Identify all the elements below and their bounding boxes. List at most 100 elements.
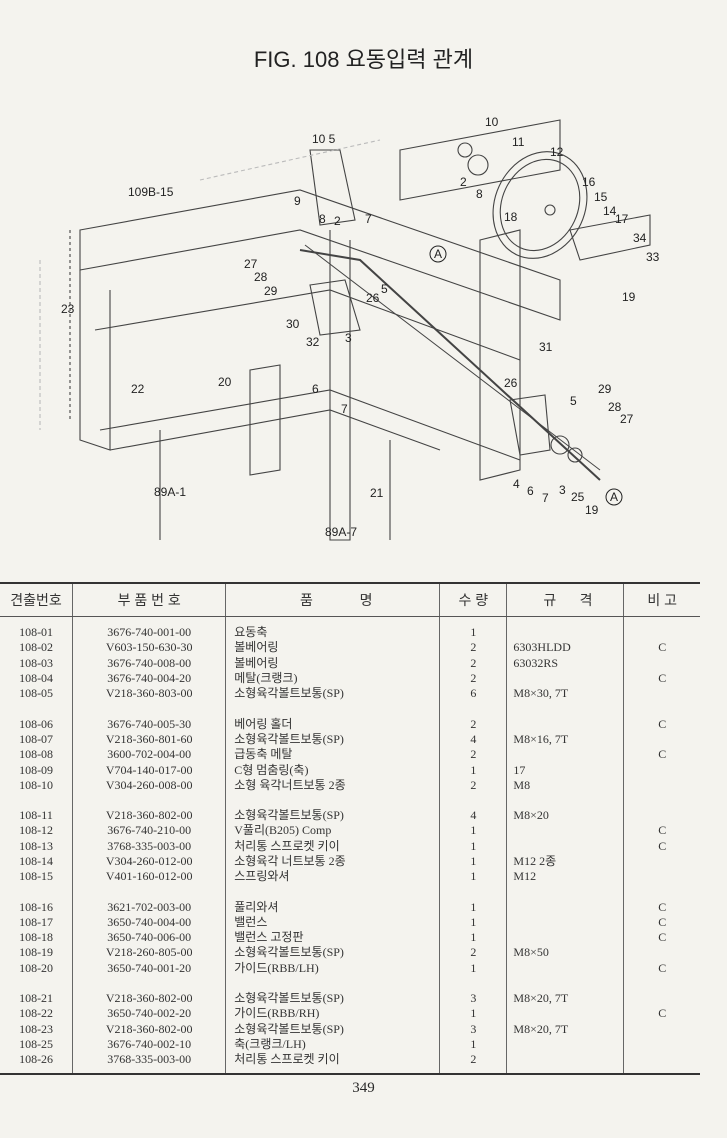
cell-index: 108-11 <box>19 808 53 823</box>
callout: 14 <box>603 204 617 218</box>
cell-index: 108-25 <box>19 1036 54 1051</box>
callout: 8 <box>476 187 483 201</box>
cell-index: 108-03 <box>19 655 54 670</box>
cell-quantity: 1 <box>439 616 507 641</box>
group-spacer <box>0 701 700 717</box>
col-header-index: 견출번호 <box>0 582 73 617</box>
spacer-cell <box>72 975 226 991</box>
cell-part-name: 볼베어링 <box>225 640 440 656</box>
cell-spec <box>506 1006 624 1022</box>
cell-part-number: V304-260-008-00 <box>72 777 226 793</box>
cell-remarks: C <box>623 823 700 839</box>
cell-part-name: 베어링 홀더 <box>225 716 440 732</box>
callout: 10 <box>485 115 499 129</box>
cell-quantity: 2 <box>439 1052 507 1076</box>
cell-index: 108-20 <box>19 960 54 975</box>
reference-circle-a <box>605 488 623 506</box>
cell-part-number: 3650-740-001-20 <box>72 960 226 976</box>
cell-index: 108-21 <box>19 991 54 1006</box>
cell-quantity: 3 <box>439 990 507 1007</box>
cell-part-name: 스프링와셔 <box>225 869 440 885</box>
reference-circle-a <box>429 245 447 263</box>
cell-remarks <box>623 731 700 748</box>
cell-index: 108-23 <box>19 1021 54 1036</box>
cell-quantity: 1 <box>439 1006 507 1022</box>
cell-quantity: 4 <box>439 807 507 824</box>
spacer-cell <box>506 792 624 808</box>
callout: 2 <box>334 214 341 228</box>
cell-part-number: V704-140-017-00 <box>72 762 226 778</box>
spacer-cell <box>439 884 507 900</box>
callout: A <box>610 490 618 504</box>
cell-remarks <box>623 945 700 961</box>
callout: 6 <box>527 484 534 498</box>
callout-labels: 109B-15 10 11 12 2 8 18 16 15 14 17 34 3… <box>61 115 660 539</box>
spacer-cell <box>0 793 73 808</box>
cell-part-number: V218-360-802-00 <box>72 990 226 1007</box>
cell-part-number: 3676-740-004-20 <box>72 670 226 687</box>
callout: 7 <box>365 212 372 226</box>
callout: 10 5 <box>312 132 336 146</box>
cell-quantity: 2 <box>439 777 507 793</box>
cell-part-number: 3676-740-001-00 <box>72 616 226 641</box>
cell-part-name: 축(크랭크/LH) <box>225 1036 440 1053</box>
cell-spec: M8×50 <box>506 945 624 961</box>
group-spacer <box>0 792 700 808</box>
cell-index: 108-09 <box>19 762 54 777</box>
cell-part-name: 소형육각볼트보통(SP) <box>225 1021 440 1037</box>
cell-quantity: 2 <box>439 747 507 763</box>
cell-part-number: V304-260-012-00 <box>72 853 226 870</box>
spacer-cell <box>623 792 700 808</box>
cell-part-number: V603-150-630-30 <box>72 640 226 656</box>
cell-part-name: 메탈(크랭크) <box>225 670 440 687</box>
callout: 89A-7 <box>325 525 357 539</box>
cell-part-number: 3621-702-003-00 <box>72 899 226 915</box>
cell-remarks: C <box>623 960 700 976</box>
spacer-cell <box>439 792 507 808</box>
callout: 29 <box>264 284 278 298</box>
callout: 9 <box>294 194 301 208</box>
spacer-cell <box>0 976 73 991</box>
callout: 5 <box>381 282 388 296</box>
spacer-cell <box>623 884 700 900</box>
callout: 29 <box>598 382 612 396</box>
machine-frame-drawing <box>39 119 651 541</box>
spacer-cell <box>439 975 507 991</box>
cell-remarks <box>623 869 700 885</box>
cell-spec <box>506 1052 624 1076</box>
callout: 11 <box>512 135 525 149</box>
callout: 20 <box>218 375 232 389</box>
cell-part-name: 소형육각 너트보통 2종 <box>225 853 440 870</box>
cell-index: 108-05 <box>19 686 54 701</box>
cell-spec <box>506 914 624 931</box>
cell-part-name: 소형 육각너트보통 2종 <box>225 777 440 793</box>
cell-remarks <box>623 686 700 702</box>
spacer-cell <box>225 975 440 991</box>
callout: 22 <box>131 382 145 396</box>
cell-part-number: V218-360-803-00 <box>72 686 226 702</box>
cell-part-number: 3650-740-002-20 <box>72 1006 226 1022</box>
spacer-cell <box>506 884 624 900</box>
cell-spec <box>506 823 624 839</box>
cell-part-name: 가이드(RBB/LH) <box>225 960 440 976</box>
callout: 27 <box>244 257 258 271</box>
cell-index: 108-18 <box>19 930 54 945</box>
cell-index: 108-02 <box>19 640 54 655</box>
cell-part-name: 처리통 스프로켓 키이 <box>225 1052 440 1076</box>
cell-part-name: 급동축 메탈 <box>225 747 440 763</box>
callout: 12 <box>550 145 564 159</box>
cell-index: 108-07 <box>19 731 54 746</box>
cell-part-name: C형 멈춤링(축) <box>225 762 440 778</box>
cell-index: 108-22 <box>19 1006 54 1021</box>
exploded-parts-diagram: 109B-15 10 11 12 2 8 18 16 15 14 17 34 3… <box>39 115 660 541</box>
cell-quantity: 1 <box>439 853 507 870</box>
